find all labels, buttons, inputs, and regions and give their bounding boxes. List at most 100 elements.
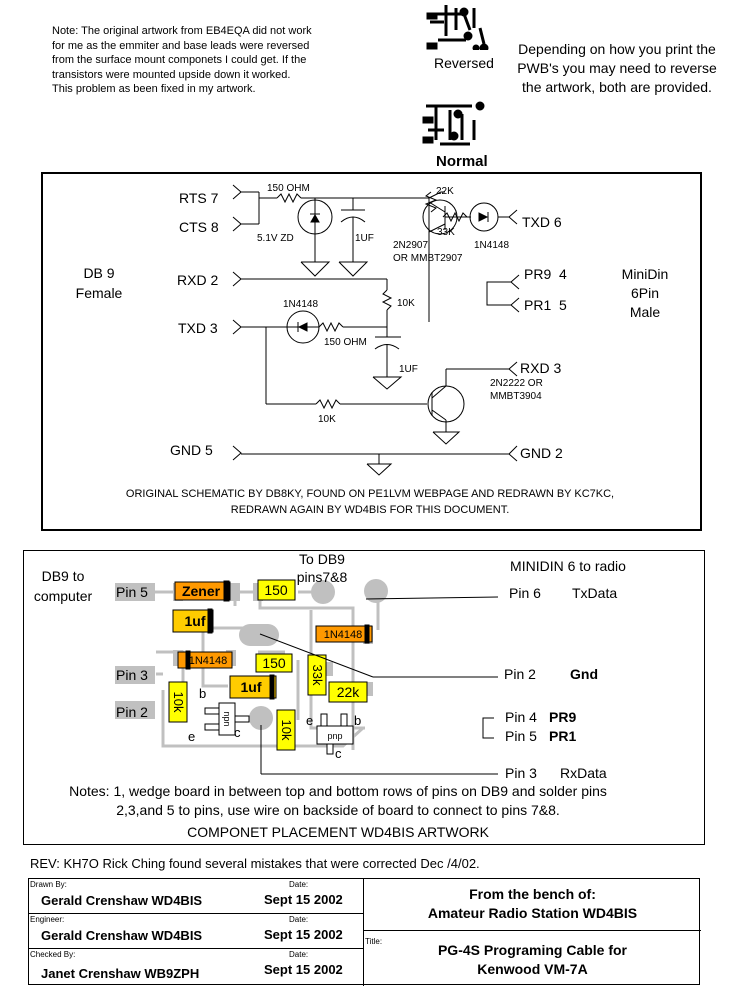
capacitor-1uf-b	[229, 675, 277, 699]
npn-collector-label: c	[234, 725, 241, 740]
r33k-text: 33k	[310, 665, 325, 686]
component-placement: Zener 150 1uf 150 1uf 22k 1N4148 1N4148 …	[34, 551, 626, 840]
right-pin-2: Pin 2	[504, 666, 536, 682]
minidin-pin-rxd: RXD 3	[520, 360, 561, 376]
right-pin-6: Pin 6	[509, 585, 541, 601]
r33k-label: 33K	[437, 227, 455, 238]
date-label: Date:	[289, 915, 309, 924]
r150-top-label: 150 OHM	[267, 183, 310, 194]
minidin-pin-gnd: GND 2	[520, 445, 563, 461]
left-pin-2: Pin 2	[116, 704, 148, 720]
resistor-10k-a	[168, 681, 188, 723]
pnp-emitter-label: e	[306, 713, 313, 728]
minidin-label-line1: MiniDin	[622, 266, 669, 282]
credit-line-2: REDRAWN AGAIN BY WD4BIS FOR THIS DOCUMEN…	[231, 504, 510, 516]
right-pin-3: Pin 3	[505, 765, 537, 781]
artwork-note: Note: The original artwork from EB4EQA d…	[52, 25, 312, 95]
pnp-transistor	[316, 713, 354, 755]
drawn-by-name: Gerald Crenshaw WD4BIS	[41, 893, 203, 908]
title-row-drawn: Drawn By: Date: Gerald Crenshaw WD4BIS S…	[29, 879, 364, 914]
title-row-checked: Checked By: Date: Janet Crenshaw WB9ZPH …	[29, 949, 364, 986]
npn-transistor	[204, 702, 250, 736]
right-pin-4: Pin 4	[505, 709, 537, 725]
role-label: Engineer:	[30, 915, 65, 924]
revision-note: REV: KH7O Rick Ching found several mista…	[30, 856, 480, 871]
drawn-by-date: Sept 15 2002	[264, 892, 343, 907]
d2-text: 1N4148	[189, 655, 228, 667]
title-row-engineer: Engineer: Date: Gerald Crenshaw WD4BIS S…	[29, 914, 364, 949]
right-pin-4-name: PR9	[549, 709, 576, 725]
title-cell: Title: PG-4S Programing Cable for Kenwoo…	[364, 931, 701, 986]
role-label: Checked By:	[30, 950, 76, 959]
diode-top-label: 1N4148	[474, 240, 509, 251]
cap-top-label: 1UF	[355, 233, 374, 244]
minidin-label-line2: 6Pin	[631, 285, 659, 301]
npn-text: npn	[222, 711, 232, 726]
pnp-label-2: OR MMBT2907	[393, 253, 463, 264]
date-label: Date:	[289, 950, 309, 959]
schematic-frame	[41, 172, 702, 531]
minidin-label-line3: Male	[630, 304, 661, 320]
db9-label-line2: Female	[76, 285, 123, 301]
resistor-150-a	[257, 579, 296, 601]
pcb-thumbnail-reversed	[426, 5, 489, 50]
cap-mid-label: 1UF	[399, 364, 418, 375]
title-line-1: PG-4S Programing Cable for	[437, 942, 628, 958]
minidin-title: MINIDIN 6 to radio	[510, 558, 626, 574]
npn-base-label: b	[199, 686, 206, 701]
right-pin-5-name: PR1	[549, 728, 576, 744]
minidin-pin-pr9: PR9 4	[524, 266, 567, 282]
resistor-33k	[307, 654, 327, 696]
left-pin-3: Pin 3	[116, 667, 148, 683]
db9-computer-line2: computer	[34, 588, 93, 604]
right-pin-2-name: Gnd	[570, 666, 598, 682]
placement-note-1: Notes: 1, wedge board in between top and…	[69, 783, 607, 799]
minidin-pin-txd: TXD 6	[522, 214, 562, 230]
minidin-pin-pr1: PR1 5	[524, 297, 567, 313]
zener-label: 5.1V ZD	[257, 233, 294, 244]
pnp-base-label: b	[354, 713, 361, 728]
r10k-bottom-label: 10K	[318, 414, 336, 425]
r150-mid-label: 150 OHM	[324, 337, 367, 348]
right-pin-5: Pin 5	[505, 728, 537, 744]
to-db9-line1: To DB9	[299, 551, 345, 567]
npn-label-2: MMBT3904	[490, 391, 542, 402]
checked-by-date: Sept 15 2002	[264, 962, 343, 977]
bench-cell: From the bench of: Amateur Radio Station…	[364, 879, 701, 931]
pnp-collector-label: c	[335, 746, 342, 761]
r150a-text: 150	[264, 582, 288, 598]
engineer-date: Sept 15 2002	[264, 927, 343, 942]
r22k-text: 22k	[337, 684, 361, 700]
date-label: Date:	[289, 880, 309, 889]
diode-mid-label: 1N4148	[283, 299, 318, 310]
engineer-name: Gerald Crenshaw WD4BIS	[41, 928, 203, 943]
right-pin-6-name: TxData	[572, 585, 617, 601]
r10k-b-text: 10k	[279, 720, 294, 741]
checked-by-name: Janet Crenshaw WB9ZPH	[41, 966, 200, 981]
pnp-label-1: 2N2907	[393, 240, 428, 251]
reverse-artwork-note: Depending on how you print the PWB's you…	[517, 41, 717, 95]
bench-line-1: From the bench of:	[469, 886, 596, 902]
db9-pin-gnd: GND 5	[170, 442, 213, 458]
reversed-label: Reversed	[434, 55, 494, 71]
left-pin-5: Pin 5	[116, 584, 148, 600]
r10k-mid-label: 10K	[397, 298, 415, 309]
pcb-thumbnail-normal	[422, 101, 485, 146]
placement-frame	[23, 550, 705, 845]
pnp-text: pnp	[327, 731, 342, 741]
placement-caption: COMPONET PLACEMENT WD4BIS ARTWORK	[187, 824, 489, 840]
r10k-a-text: 10k	[171, 692, 186, 713]
npn-emitter-label: e	[188, 729, 195, 744]
title-block: Drawn By: Date: Gerald Crenshaw WD4BIS S…	[28, 878, 701, 986]
resistor-10k-b	[276, 709, 296, 751]
db9-pin-rxd: RXD 2	[177, 272, 218, 288]
bench-line-2: Amateur Radio Station WD4BIS	[427, 905, 638, 921]
d1-text: 1N4148	[324, 629, 363, 641]
db9-pin-txd: TXD 3	[178, 320, 218, 336]
pcb-pads	[115, 579, 388, 730]
role-label: Drawn By:	[30, 880, 67, 889]
npn-label-1: 2N2222 OR	[490, 378, 543, 389]
to-db9-line2: pins7&8	[297, 569, 348, 585]
db9-pin-cts: CTS 8	[179, 219, 219, 235]
schematic: RTS 7 CTS 8 RXD 2 TXD 3 GND 5 TXD 6 PR9 …	[76, 183, 669, 516]
